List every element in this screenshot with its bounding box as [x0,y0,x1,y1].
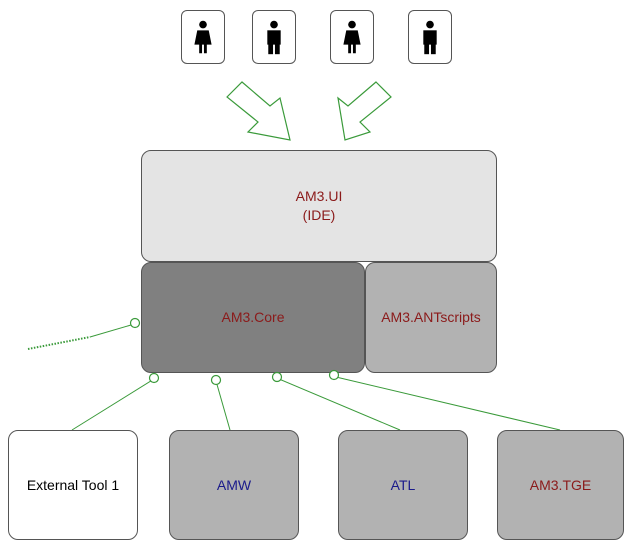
am3-core-block: AM3.Core [141,262,365,373]
external-tool-label: External Tool 1 [26,477,120,493]
am3-antscripts-block: AM3.ANTscripts [365,262,497,373]
link-ext-tool [71,378,155,431]
am3-ui-label: AM3.UI [295,188,343,205]
female-user-icon [194,20,212,54]
atl-block: ATL [338,430,468,540]
am3-tge-label: AM3.TGE [529,477,592,493]
arrow-left [226,81,291,141]
am3-ui-block: AM3.UI (IDE) [141,150,497,262]
user-box-4 [408,10,452,64]
female-user-icon [343,20,361,54]
amw-block: AMW [169,430,299,540]
am3-antscripts-label: AM3.ANTscripts [381,309,481,326]
am3-core-label: AM3.Core [221,309,285,326]
link-amw [215,380,231,431]
amw-label: AMW [216,477,252,493]
am3-ui-sublabel: (IDE) [302,207,336,223]
am3-tge-block: AM3.TGE [497,430,624,540]
arrow-right [337,81,392,141]
male-user-icon [423,20,437,55]
external-tool-block: External Tool 1 [8,430,138,540]
atl-label: ATL [390,477,416,493]
external-link-line [89,324,132,338]
user-box-2 [252,10,296,64]
link-atl [278,378,401,431]
external-dotted-link [27,336,91,350]
male-user-icon [267,20,281,55]
user-box-1 [181,10,225,64]
user-box-3 [330,10,374,64]
link-tge [335,376,561,431]
